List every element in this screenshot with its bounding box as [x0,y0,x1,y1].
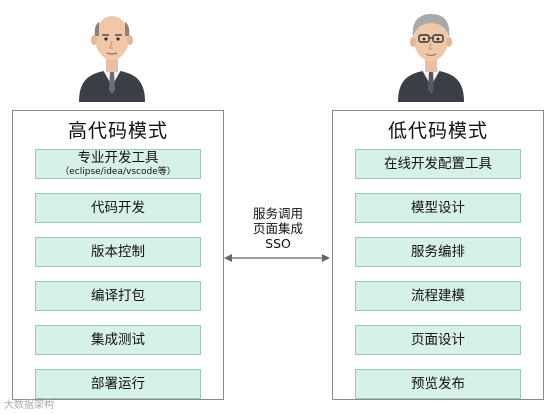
label-sso: SSO [265,236,291,251]
step-compile-package: 编译打包 [35,281,201,311]
step-label: 预览发布 [411,376,465,392]
step-deploy-run: 部署运行 [35,369,201,399]
integration-labels: 服务调用 页面集成 SSO [226,206,330,251]
step-label: 页面设计 [411,332,465,348]
step-label: 专业开发工具 [77,150,159,166]
label-page-integration: 页面集成 [252,221,303,236]
watermark: 大数据架构 [4,400,54,411]
step-integration-test: 集成测试 [35,325,201,355]
step-label: 部署运行 [91,376,145,392]
step-label: 在线开发配置工具 [384,156,492,172]
step-professional-tools: 专业开发工具 （eclipse/idea/vscode等） [35,149,201,179]
step-online-config-tool: 在线开发配置工具 [355,149,521,179]
step-label: 模型设计 [411,200,465,216]
low-code-mode-panel: 低代码模式 在线开发配置工具 模型设计 服务编排 流程建模 页面设计 预览发布 [332,110,544,400]
panel-title: 低代码模式 [387,120,488,142]
high-code-mode-panel: 高代码模式 专业开发工具 （eclipse/idea/vscode等） 代码开发… [12,110,224,400]
step-model-design: 模型设计 [355,193,521,223]
step-code-development: 代码开发 [35,193,201,223]
panel-title: 高代码模式 [67,120,168,142]
step-label: 流程建模 [411,288,465,304]
step-preview-publish: 预览发布 [355,369,521,399]
label-service-call: 服务调用 [252,206,303,221]
step-label: 版本控制 [91,244,145,260]
step-service-orchestration: 服务编排 [355,237,521,267]
step-version-control: 版本控制 [35,237,201,267]
step-page-design: 页面设计 [355,325,521,355]
businessman-with-glasses-icon [398,14,464,102]
bald-businessman-icon [79,16,145,102]
step-label: 编译打包 [91,288,145,304]
step-label: 集成测试 [91,332,145,348]
step-label: 服务编排 [411,244,465,260]
step-label: 代码开发 [91,200,145,216]
step-process-modeling: 流程建模 [355,281,521,311]
step-sublabel: （eclipse/idea/vscode等） [60,167,176,177]
double-headed-arrow-icon [224,254,330,262]
